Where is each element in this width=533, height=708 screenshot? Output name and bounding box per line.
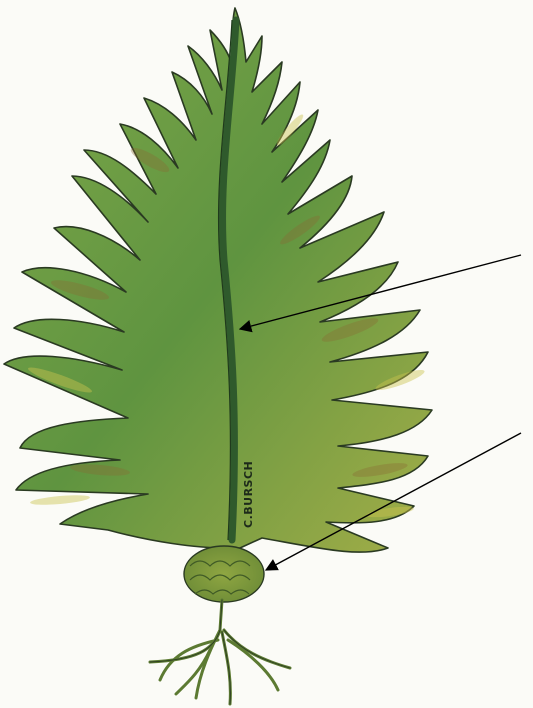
- fern-roots: [150, 600, 290, 704]
- rhizome-base: [184, 546, 264, 602]
- artist-signature: C.BURSCH: [242, 461, 255, 528]
